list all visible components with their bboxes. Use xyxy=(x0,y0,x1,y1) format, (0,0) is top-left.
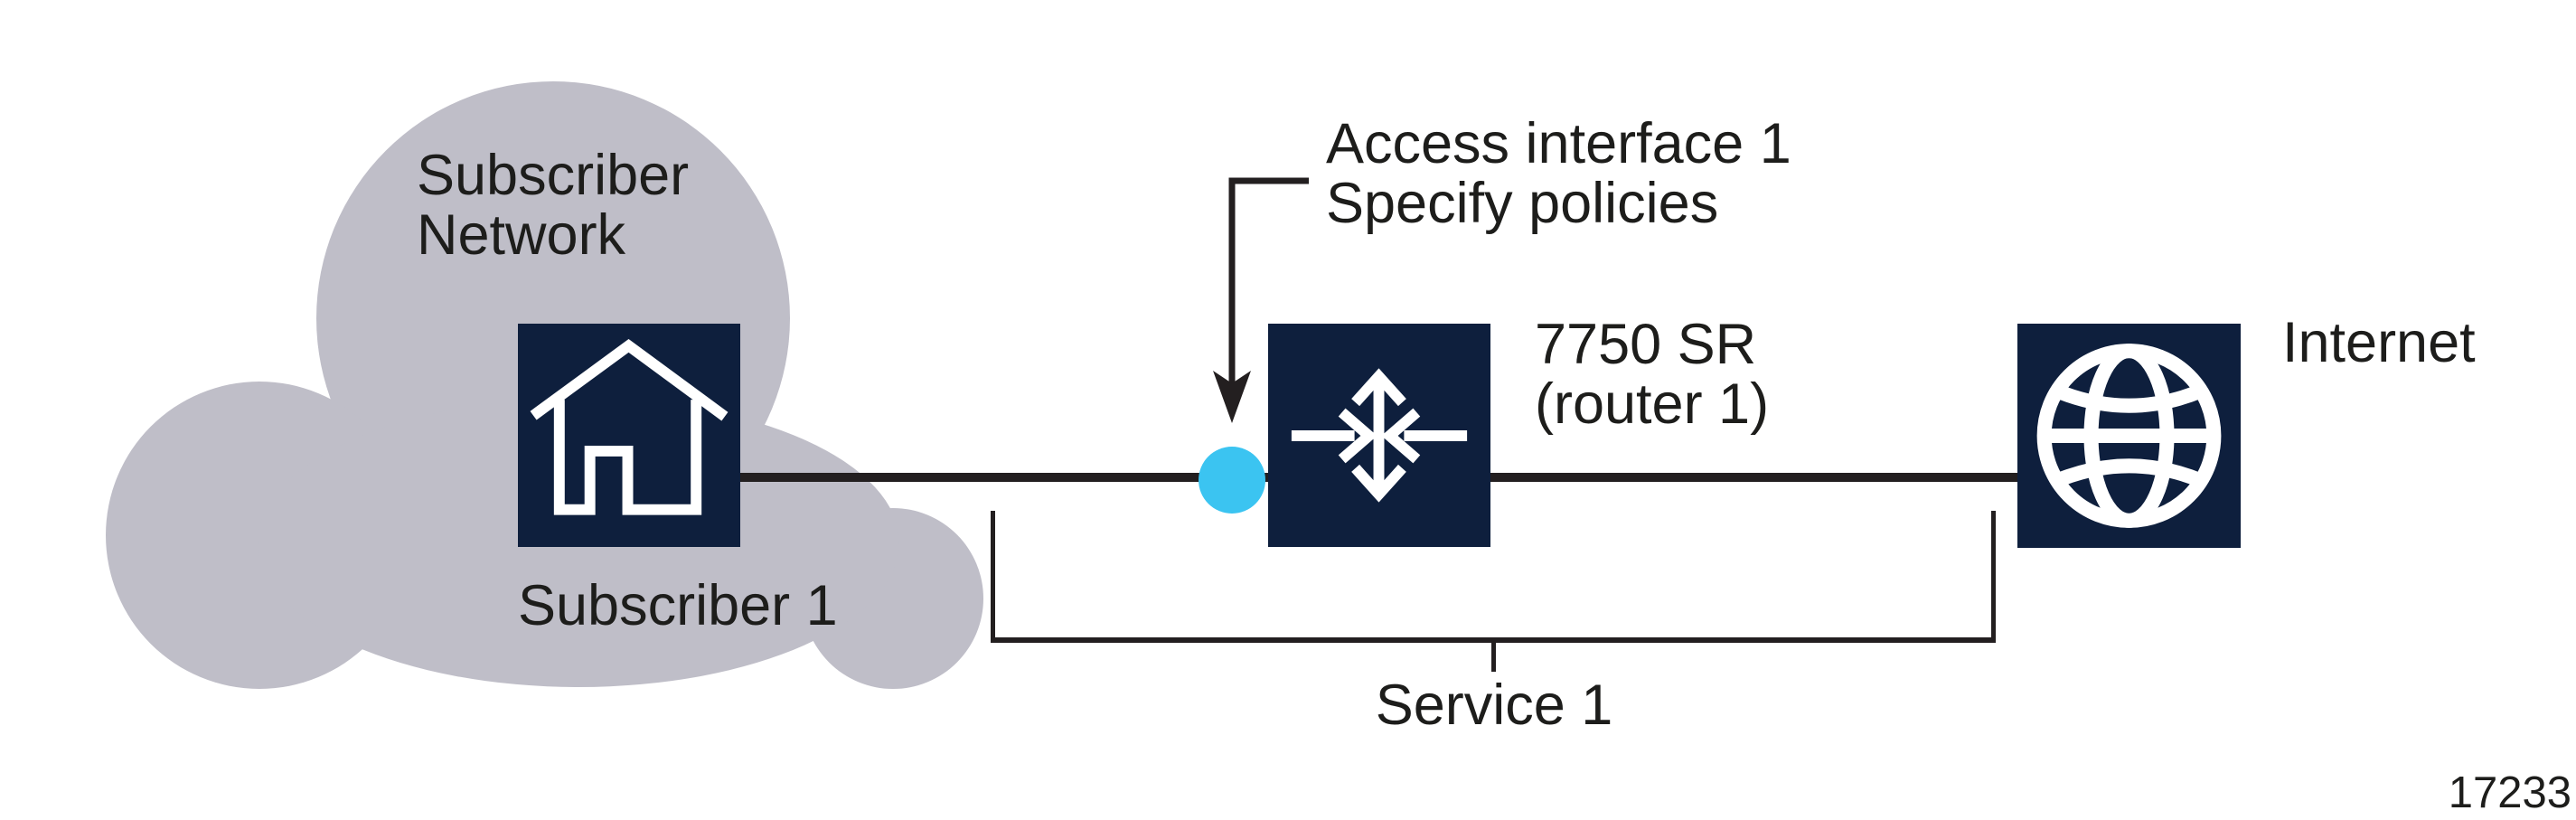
globe-icon xyxy=(2036,344,2222,528)
service-bracket-bottom xyxy=(991,637,1996,643)
subscriber-network-label: Subscriber Network xyxy=(417,146,689,265)
internet-node xyxy=(2017,324,2241,548)
access-interface-label-line2: Specify policies xyxy=(1326,172,1719,235)
service-bracket-right xyxy=(1991,511,1996,639)
callout-arrow xyxy=(1213,177,1309,423)
subscriber-node xyxy=(518,324,740,547)
router-icon xyxy=(1291,368,1468,503)
router-label-line1: 7750 SR xyxy=(1535,313,1757,376)
access-interface-label: Access interface 1 Specify policies xyxy=(1326,114,1791,233)
router-label-line2: (router 1) xyxy=(1535,372,1770,436)
service-bracket-tick xyxy=(1491,643,1496,672)
subscriber-network-label-line1: Subscriber xyxy=(417,144,690,207)
internet-label: Internet xyxy=(2282,313,2476,372)
house-icon xyxy=(530,338,729,515)
internet-label-text: Internet xyxy=(2282,311,2476,374)
subscriber-network-label-line2: Network xyxy=(417,203,626,267)
router-node xyxy=(1268,324,1490,547)
service-bracket-left xyxy=(991,511,995,639)
figure-number: 17233 xyxy=(2448,768,2571,817)
service-label-text: Service 1 xyxy=(1375,674,1613,737)
access-interface-dot xyxy=(1199,447,1265,514)
access-interface-label-line1: Access interface 1 xyxy=(1326,112,1791,175)
subscriber-node-label-text: Subscriber 1 xyxy=(518,574,838,637)
service-label: Service 1 xyxy=(1349,675,1639,735)
router-label: 7750 SR (router 1) xyxy=(1535,315,1769,434)
subscriber-node-label: Subscriber 1 xyxy=(518,576,838,636)
